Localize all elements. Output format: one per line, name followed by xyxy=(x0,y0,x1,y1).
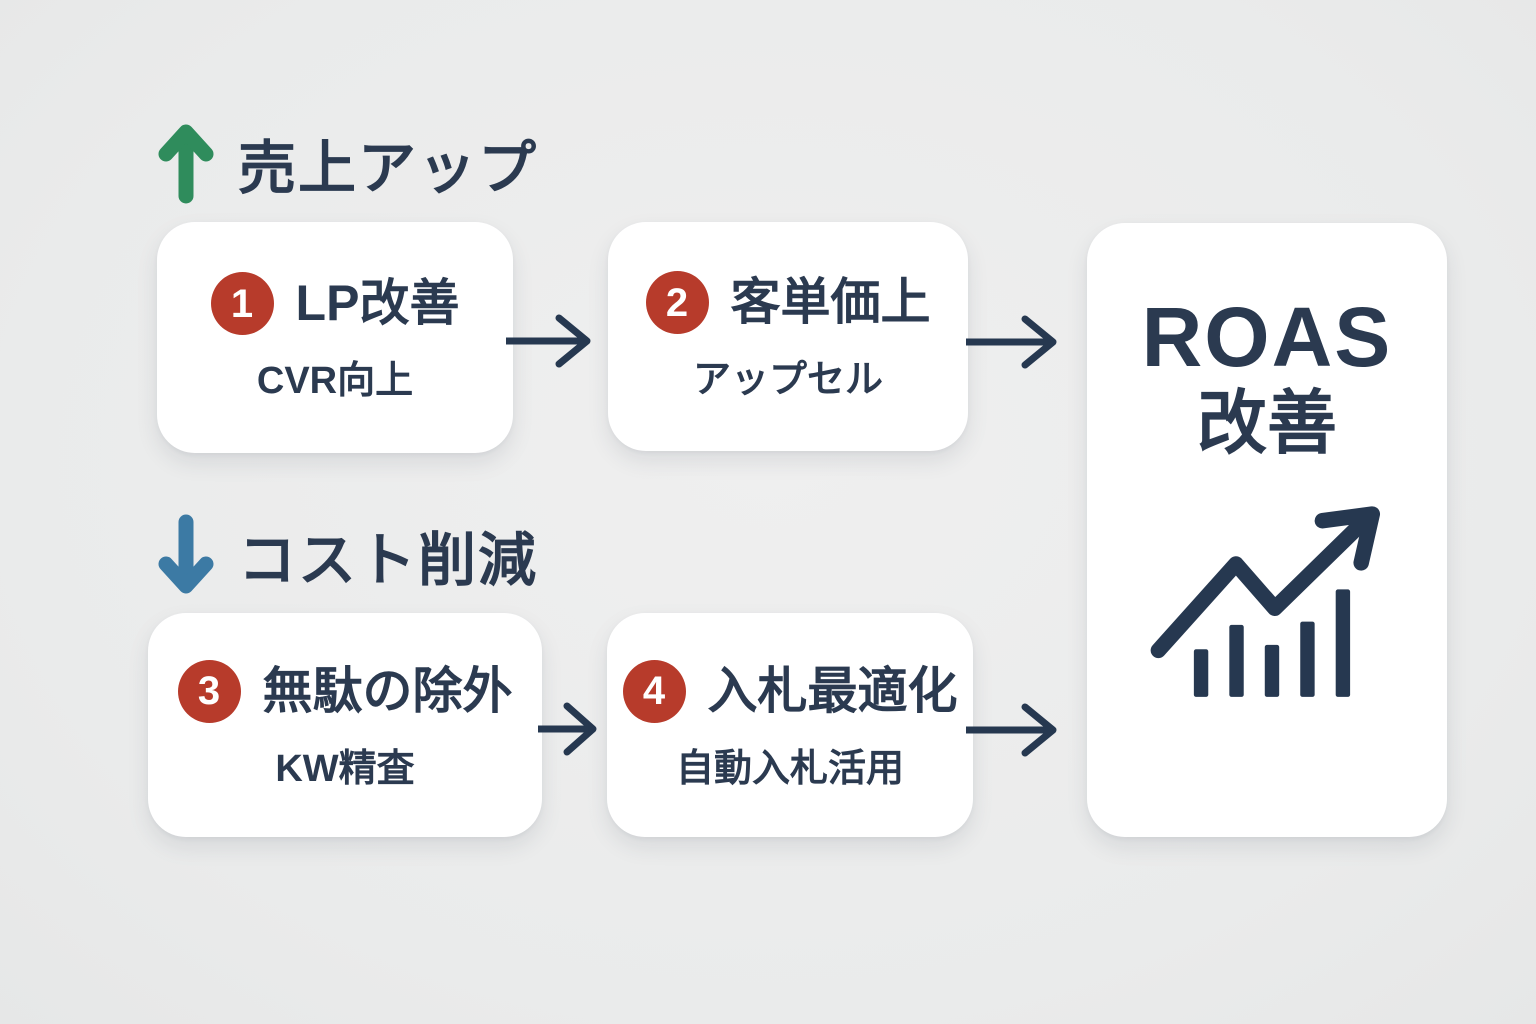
arrow-up-icon xyxy=(158,124,214,204)
flow-right-arrow-icon xyxy=(538,702,597,756)
flow-right-arrow-icon xyxy=(966,315,1057,369)
section-heading-label: 売上アップ xyxy=(238,136,539,201)
step-subtitle: CVR向上 xyxy=(256,360,414,403)
step-title: 客単価上 xyxy=(730,274,931,331)
step-number-badge: 2 xyxy=(645,271,709,335)
flow-right-arrow-icon xyxy=(506,314,591,368)
step-number-badge: 3 xyxy=(177,659,241,723)
step-card-4: 4 入札最適化 自動入札活用 xyxy=(607,613,973,837)
step-card-1: 1 LP改善 CVR向上 xyxy=(157,222,513,453)
step-card-2: 2 客単価上 アップセル xyxy=(608,222,968,451)
section-heading-cost-down: コスト削減 xyxy=(158,510,538,600)
step-number-badge: 4 xyxy=(622,659,686,723)
step-card-3: 3 無駄の除外 KW精査 xyxy=(148,613,542,837)
trend-up-chart-icon xyxy=(1150,506,1381,698)
step-title: LP改善 xyxy=(295,275,460,332)
section-heading-sales-up: 売上アップ xyxy=(158,118,538,208)
step-title: 無駄の除外 xyxy=(262,662,513,719)
result-title-line1: ROAS xyxy=(1141,290,1393,384)
step-subtitle: 自動入札活用 xyxy=(675,747,904,790)
result-card: ROAS 改善 xyxy=(1087,223,1447,837)
step-subtitle: KW精査 xyxy=(275,747,415,790)
result-title-line2: 改善 xyxy=(1197,384,1337,463)
step-title: 入札最適化 xyxy=(707,662,958,719)
arrow-down-icon xyxy=(158,514,214,594)
section-heading-label: コスト削減 xyxy=(238,528,539,593)
flow-right-arrow-icon xyxy=(966,703,1057,757)
step-subtitle: アップセル xyxy=(692,359,883,402)
step-number-badge: 1 xyxy=(210,272,274,336)
